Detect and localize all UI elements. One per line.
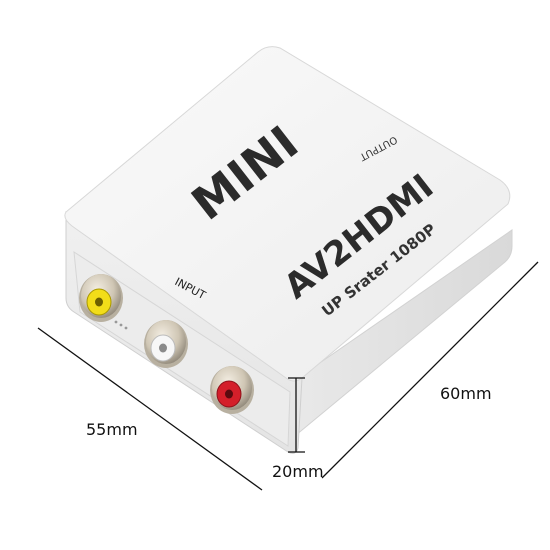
- depth-dimension-line: [321, 261, 539, 479]
- rca-jack-red: [210, 366, 254, 414]
- device-side-face: [289, 229, 513, 442]
- width-dimension-line: [37, 327, 263, 491]
- indicator-dots: [114, 320, 128, 330]
- height-dimension-label: 20mm: [272, 462, 324, 481]
- rca-jack-white: [144, 320, 188, 368]
- width-dimension-label: 55mm: [86, 420, 138, 439]
- height-dimension-line: [288, 377, 305, 453]
- rca-jack-yellow: [79, 274, 123, 322]
- device-top-face: [64, 46, 511, 382]
- depth-dimension-label: 60mm: [440, 384, 492, 403]
